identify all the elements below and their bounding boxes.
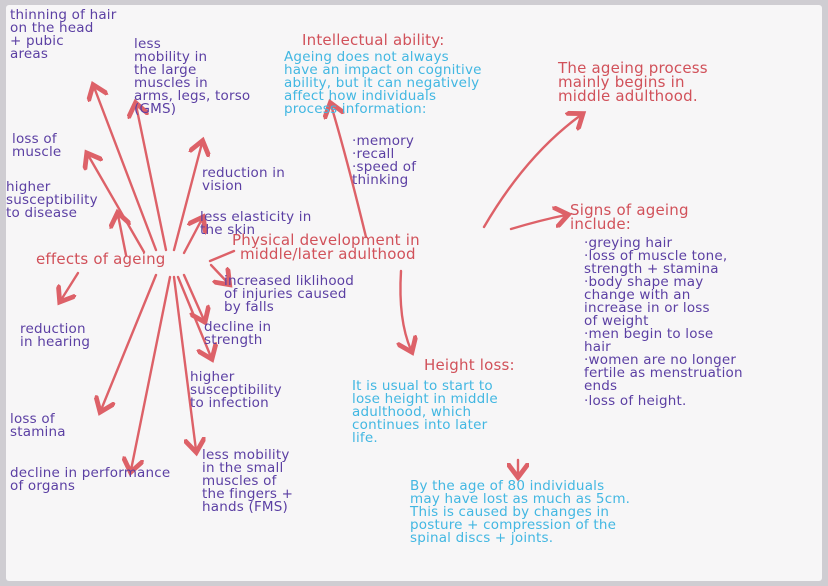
signs-bullet-women-fertile: ·women are no longer fertile as menstrua… <box>584 352 743 394</box>
signs-bullet-body-shape: ·body shape may change with an increase … <box>584 274 710 329</box>
arrow-reduction-hearing <box>61 271 80 300</box>
effect-susceptibility-disease: higher susceptibility to disease <box>6 179 98 221</box>
arrow-loss-muscle <box>88 155 146 254</box>
arrow-reduction-vision <box>172 143 202 252</box>
arrow-thinning-hair <box>94 87 158 252</box>
arrow-to-ageing-process <box>482 115 581 229</box>
center-topic-line1: Physical development in <box>232 231 420 249</box>
arrow-less-mobility-small <box>172 275 196 450</box>
effect-loss-stamina: loss of stamina <box>10 411 66 440</box>
intellectual-title: Intellectual ability: <box>302 31 445 49</box>
height-loss-title: Height loss: <box>424 356 515 374</box>
intellectual-text: Ageing does not always have an impact on… <box>284 49 482 117</box>
signs-title: Signs of ageing include: <box>570 201 689 233</box>
effects-of-ageing-title: effects of ageing <box>36 250 166 268</box>
arrow-less-mobility-large <box>136 105 168 252</box>
arrow-susceptibility-disease <box>118 215 126 257</box>
signs-bullet-greying-hair: ·greying hair <box>584 235 673 251</box>
arrow-loss-stamina <box>101 273 158 410</box>
effect-injuries-falls: increased liklihood of injuries caused b… <box>224 273 355 315</box>
effect-susceptibility-infection: higher susceptibility to infection <box>190 369 282 411</box>
effect-thinning-hair: thinning of hair on the head + pubic are… <box>10 7 117 62</box>
effect-reduction-hearing: reduction in hearing <box>20 321 91 350</box>
arrow-to-signs <box>509 215 566 231</box>
effect-loss-of-muscle: loss of muscle <box>12 131 62 160</box>
arrow-susceptibility-infection <box>176 275 211 357</box>
intellectual-bullets: ·memory ·recall ·speed of thinking <box>352 133 417 188</box>
signs-bullet-muscle-tone: ·loss of muscle tone, strength + stamina <box>584 248 728 277</box>
arrow-to-height-loss <box>400 269 411 350</box>
effect-decline-organs: decline in performance of organs <box>10 465 171 494</box>
ageing-process-note: The ageing process mainly begins in midd… <box>558 59 708 105</box>
arrow-to-intellectual <box>331 105 368 239</box>
effect-less-mobility-large-muscles: less mobility in the large muscles in ar… <box>134 36 251 117</box>
intellectual-bullet-memory: ·memory <box>352 133 415 149</box>
signs-bullet-loss-height: ·loss of height. <box>584 393 687 409</box>
center-topic-line2: middle/later adulthood <box>240 245 416 263</box>
signs-bullet-men-hair: ·men begin to lose hair <box>584 326 714 355</box>
effect-less-elasticity: less elasticity in the skin <box>200 209 312 238</box>
center-topic: Physical development in middle/later adu… <box>232 231 420 262</box>
arrow-center-to-effects <box>208 249 236 263</box>
intellectual-bullet-recall: ·recall <box>352 146 395 162</box>
effect-reduction-vision: reduction in vision <box>202 165 285 194</box>
height-loss-text: It is usual to start to lose height in m… <box>352 378 498 446</box>
height-loss-detail: By the age of 80 individuals may have lo… <box>410 478 631 546</box>
effect-less-mobility-small-muscles: less mobility in the small muscles of th… <box>202 447 294 515</box>
connector-arrows <box>6 5 822 581</box>
mind-map-page: thinning of hair on the head + pubic are… <box>6 5 822 581</box>
arrow-less-elasticity <box>182 219 202 255</box>
intellectual-bullet-speed: ·speed of thinking <box>352 159 417 188</box>
signs-list: ·greying hair ·loss of muscle tone, stre… <box>584 235 820 409</box>
arrow-injuries-falls <box>209 263 228 283</box>
effect-decline-strength: decline in strength <box>204 319 272 348</box>
arrow-decline-strength <box>182 273 204 320</box>
arrow-decline-organs <box>131 275 172 470</box>
